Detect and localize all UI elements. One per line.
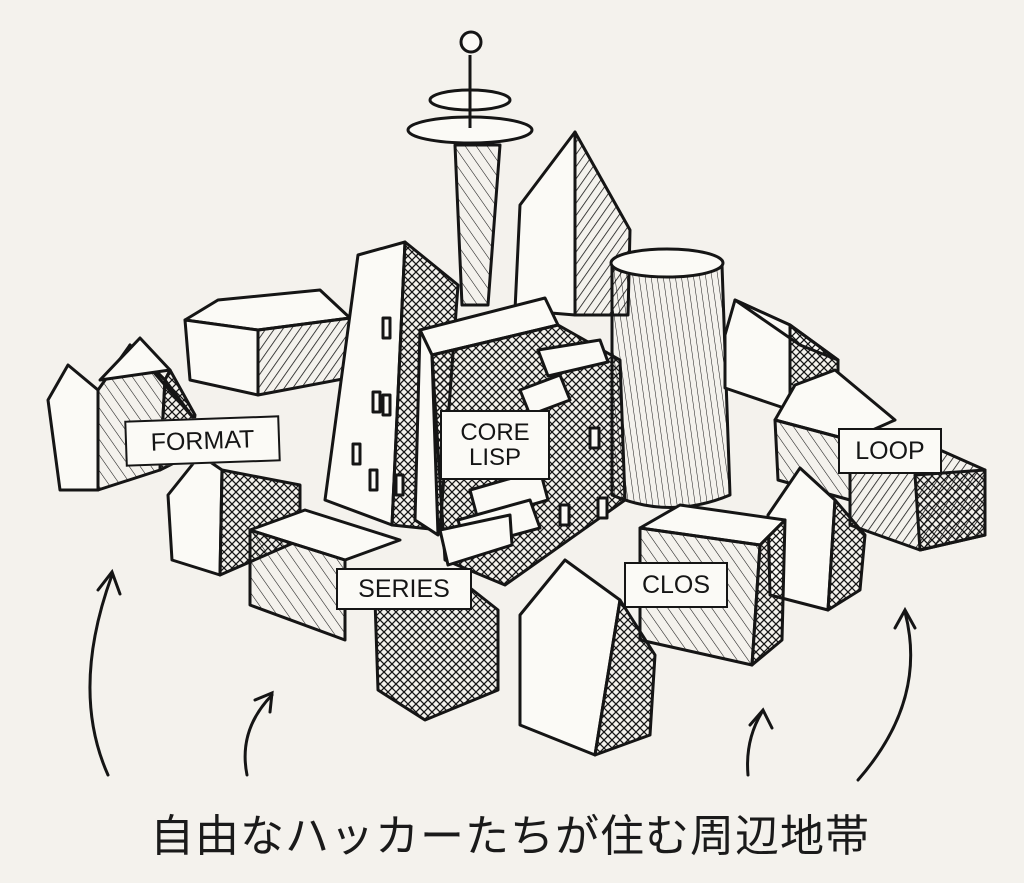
label-loop: LOOP [838,428,942,474]
label-core-lisp: CORE LISP [440,410,550,480]
arrow-far-left [88,568,122,777]
house-left-pair [46,336,197,492]
antenna-tower [406,30,534,307]
house-front-center [518,558,657,757]
label-clos: CLOS [624,562,728,608]
house-series [248,508,500,722]
arrow-right [746,707,774,777]
arrow-far-right [856,606,917,782]
arrow-left [243,690,274,777]
label-series: SERIES [336,568,472,610]
caption: 自由なハッカーたちが住む周辺地帯 [150,811,870,862]
label-format: FORMAT [124,415,281,467]
cylinder-tower [609,247,732,509]
house-back-left [183,288,352,397]
